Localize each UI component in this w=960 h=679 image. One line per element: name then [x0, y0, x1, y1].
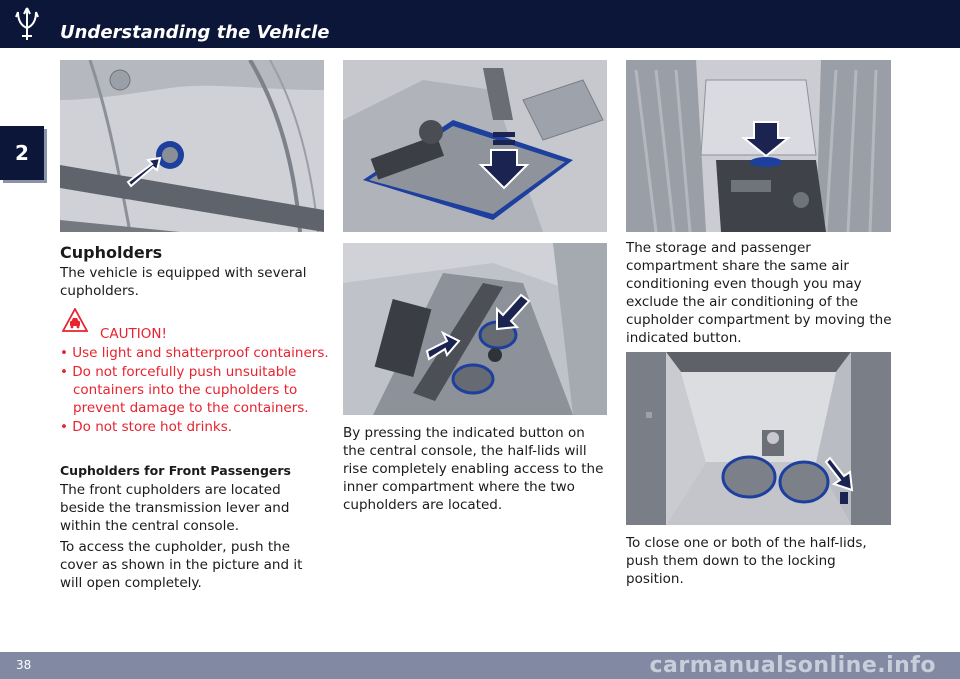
subheading-front-cupholders: Cupholders for Front Passengers [60, 463, 291, 478]
front-cupholders-paragraph: The front cupholders are located beside … [60, 482, 290, 534]
page-number: 38 [16, 658, 32, 672]
chapter-tab[interactable]: 2 [0, 126, 44, 180]
figure-open-cupholders [343, 243, 607, 415]
caution-title: CAUTION! [100, 326, 167, 342]
caution-item: Do not forcefully push unsuitable contai… [60, 363, 330, 417]
caution-item: Do not store hot drinks. [60, 418, 330, 436]
page-header-title: Understanding the Vehicle [60, 22, 330, 43]
air-conditioning-paragraph: The storage and passenger compartment sh… [626, 240, 892, 346]
access-cupholder-paragraph: To access the cupholder, push the cover … [60, 539, 303, 591]
figure-console-cover [343, 60, 607, 232]
close-lids-paragraph: To close one or both of the half-lids, p… [626, 535, 867, 587]
car-warning-icon [62, 308, 88, 332]
section-title: Cupholders [60, 243, 163, 262]
header-bar: Understanding the Vehicle [0, 0, 960, 48]
figure-side-cupholder [60, 60, 324, 232]
trident-logo-icon [15, 7, 39, 40]
caution-item: Use light and shatterproof containers. [60, 344, 330, 362]
footer-bar: 38 carmanualsonline.info [0, 652, 960, 679]
figure-rear-console-button [626, 60, 891, 232]
figure-cupholder-compartment [626, 352, 891, 525]
watermark: carmanualsonline.info [649, 653, 936, 678]
caution-list: Use light and shatterproof containers. D… [60, 344, 330, 437]
intro-paragraph: The vehicle is equipped with several cup… [60, 265, 307, 299]
half-lids-paragraph: By pressing the indicated button on the … [343, 425, 604, 513]
